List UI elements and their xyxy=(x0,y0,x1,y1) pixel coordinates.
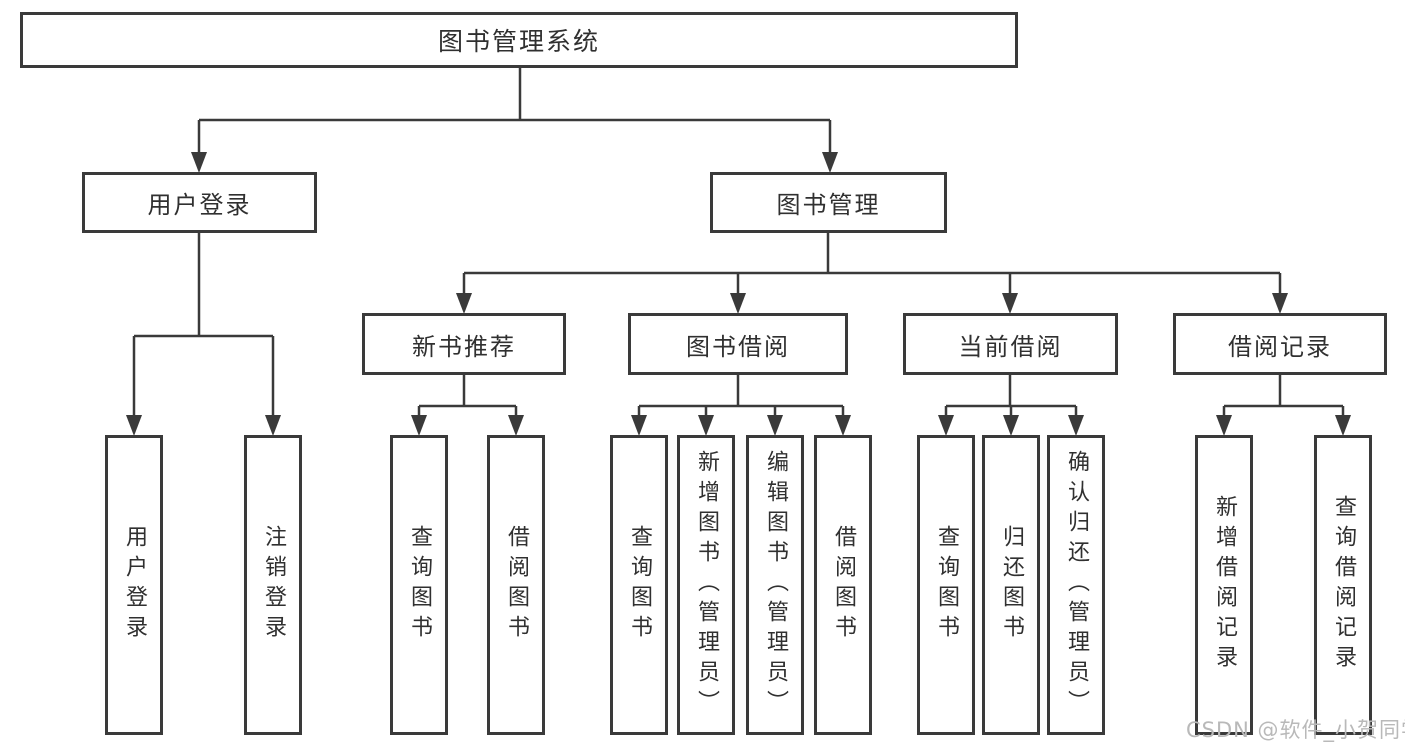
node-label: 新增图书（管理员） xyxy=(694,450,719,720)
node-label: 用户登录 xyxy=(147,191,252,219)
node-book-management: 图书管理 xyxy=(710,172,947,233)
leaf-borrow-books: 借阅图书 xyxy=(814,435,872,735)
arrowhead-icons xyxy=(126,152,1351,436)
node-label: 查询图书 xyxy=(934,525,959,645)
node-library-management-system: 图书管理系统 xyxy=(20,12,1018,68)
leaf-query-books-recommend: 查询图书 xyxy=(390,435,448,735)
node-borrowing-records: 借阅记录 xyxy=(1173,313,1387,375)
leaf-query-borrow-record: 查询借阅记录 xyxy=(1314,435,1372,735)
leaf-confirm-return-admin: 确认归还（管理员） xyxy=(1047,435,1105,735)
leaf-return-books: 归还图书 xyxy=(982,435,1040,735)
leaf-query-books-borrow: 查询图书 xyxy=(610,435,668,735)
node-user-login: 用户登录 xyxy=(82,172,317,233)
node-label: 查询图书 xyxy=(627,525,652,645)
node-label: 新增借阅记录 xyxy=(1212,495,1237,675)
node-label: 新书推荐 xyxy=(412,332,516,361)
node-book-borrowing: 图书借阅 xyxy=(628,313,848,375)
leaf-query-books-current: 查询图书 xyxy=(917,435,975,735)
node-label: 图书借阅 xyxy=(686,332,790,361)
node-label: 编辑图书（管理员） xyxy=(763,450,788,720)
node-label: 图书管理 xyxy=(776,191,881,219)
leaf-user-login: 用户登录 xyxy=(105,435,163,735)
node-label: 用户登录 xyxy=(122,525,147,645)
node-label: 图书管理系统 xyxy=(437,27,600,56)
node-label: 注销登录 xyxy=(261,525,286,645)
node-label: 归还图书 xyxy=(999,525,1024,645)
node-label: 借阅图书 xyxy=(831,525,856,645)
node-label: 查询图书 xyxy=(407,525,432,645)
leaf-logout: 注销登录 xyxy=(244,435,302,735)
connector-stems xyxy=(132,68,1345,415)
node-new-book-recommendation: 新书推荐 xyxy=(362,313,566,375)
node-current-borrowing: 当前借阅 xyxy=(903,313,1118,375)
leaf-add-borrow-record: 新增借阅记录 xyxy=(1195,435,1253,735)
node-label: 当前借阅 xyxy=(958,332,1063,361)
leaf-add-books-admin: 新增图书（管理员） xyxy=(677,435,735,735)
leaf-borrow-books-recommend: 借阅图书 xyxy=(487,435,545,735)
node-label: 查询借阅记录 xyxy=(1331,495,1356,675)
node-label: 借阅图书 xyxy=(504,525,529,645)
leaf-edit-books-admin: 编辑图书（管理员） xyxy=(746,435,804,735)
node-label: 确认归还（管理员） xyxy=(1064,450,1089,720)
csdn-watermark: CSDN @软件_小贺同学 xyxy=(1186,718,1405,742)
node-label: 借阅记录 xyxy=(1228,332,1332,361)
